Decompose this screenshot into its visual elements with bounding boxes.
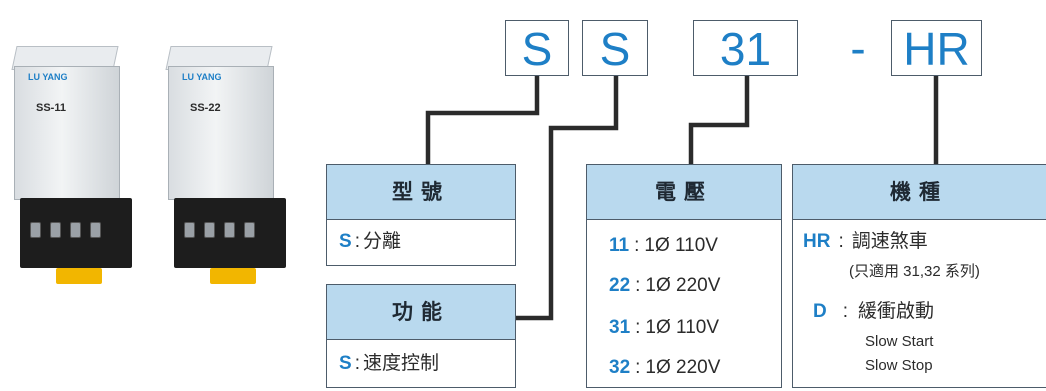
code-box-voltage: 31: [693, 20, 798, 76]
product-ss-22: LU YANG SS-22: [160, 46, 300, 291]
type-box: 型號 S:分離: [326, 164, 516, 266]
model-box-title: 機種: [793, 165, 1046, 220]
model-option-hr: HR:調速煞車: [803, 231, 928, 252]
model-box: 機種 HR:調速煞車 (只適用 31,32 系列) D:緩衝啟動 Slow St…: [792, 164, 1046, 388]
voltage-option-11: 11:1Ø 110V: [609, 235, 718, 256]
model-option-hr-note: (只適用 31,32 系列): [849, 263, 980, 280]
voltage-option-31: 31:1Ø 110V: [609, 317, 720, 338]
connector-voltage: [688, 76, 750, 164]
type-option-s: S:分離: [339, 231, 401, 252]
type-box-title: 型號: [327, 165, 515, 220]
function-option-s: S:速度控制: [339, 353, 439, 374]
voltage-option-22: 22:1Ø 220V: [609, 275, 721, 296]
brand-logo: LU YANG: [28, 72, 68, 82]
voltage-option-32: 32:1Ø 220V: [609, 357, 721, 378]
product-model-label: SS-22: [190, 102, 221, 114]
model-option-d: D:緩衝啟動: [813, 301, 935, 322]
product-model-label: SS-11: [36, 102, 66, 114]
brand-logo: LU YANG: [182, 72, 222, 82]
connector-type: [425, 76, 540, 164]
code-box-function: S: [582, 20, 648, 76]
voltage-box-title: 電壓: [587, 165, 781, 220]
voltage-box: 電壓 11:1Ø 110V 22:1Ø 220V 31:1Ø 110V 32:1…: [586, 164, 782, 388]
model-option-d-slow-stop: Slow Stop: [865, 357, 933, 374]
code-dash: -: [850, 22, 866, 74]
product-ss-11: LU YANG SS-11: [6, 46, 146, 291]
connector-function: [515, 76, 619, 321]
code-box-model: HR: [891, 20, 982, 76]
function-box-title: 功能: [327, 285, 515, 340]
model-option-d-slow-start: Slow Start: [865, 333, 934, 350]
function-box: 功能 S:速度控制: [326, 284, 516, 388]
code-box-type: S: [505, 20, 569, 76]
